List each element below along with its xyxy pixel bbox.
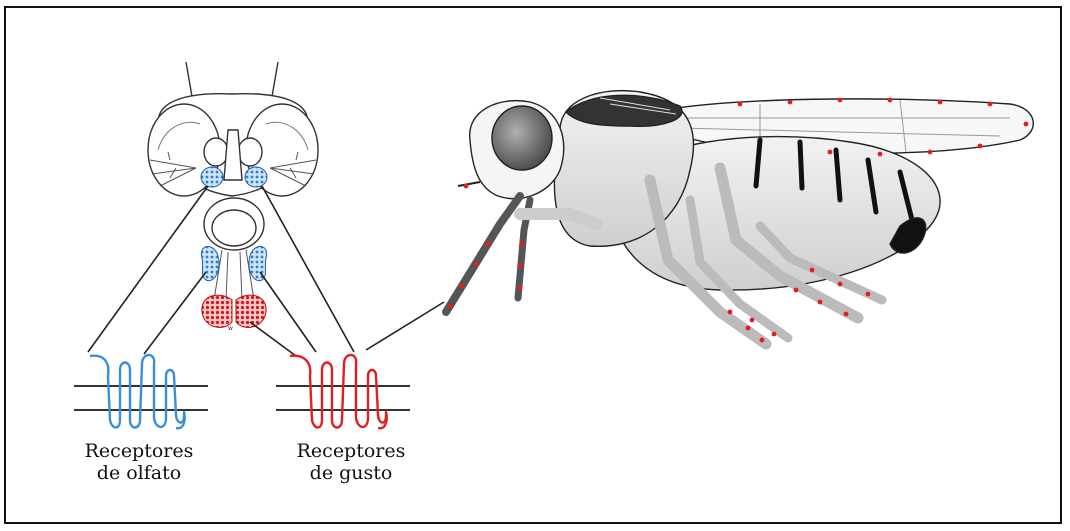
maxillary-palp-olfactory-icon <box>201 246 266 280</box>
taste-label-line1: Receptores <box>276 440 426 462</box>
taste-receptor-icon <box>276 355 410 428</box>
connector-lines <box>88 186 444 356</box>
taste-receptors-label: Receptores de gusto <box>276 440 426 484</box>
olfactory-receptor-icon <box>74 355 208 428</box>
fly-side-view-icon <box>446 91 1033 344</box>
svg-text:w: w <box>228 325 233 332</box>
olfactory-receptors-label: Receptores de olfato <box>64 440 214 484</box>
fly-head-front-icon <box>148 62 318 300</box>
olfactory-label-line2: de olfato <box>64 462 214 484</box>
olfactory-label-line1: Receptores <box>64 440 214 462</box>
taste-label-line2: de gusto <box>276 462 426 484</box>
